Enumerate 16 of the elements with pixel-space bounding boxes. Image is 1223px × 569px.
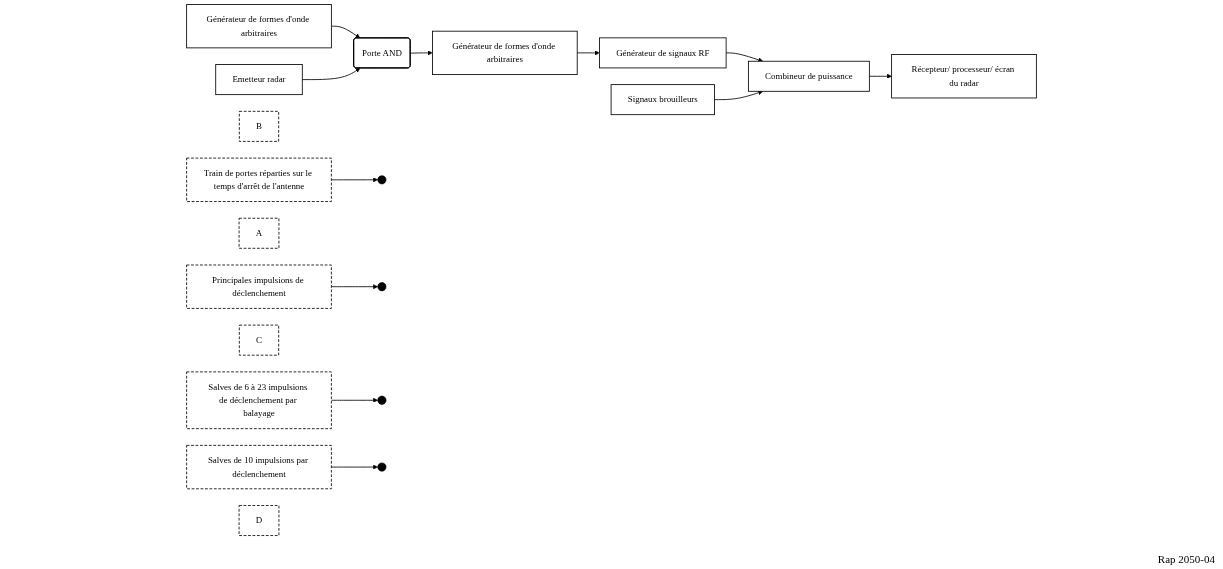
node-box: B <box>238 110 280 142</box>
node-box: Train de portes réparties sur le temps d'arrêt de l'antenne <box>186 157 332 202</box>
node-box: Générateur de signaux RF <box>599 37 727 69</box>
node-box: Signaux brouilleurs <box>610 84 715 116</box>
node-box: Combineur de puissance <box>747 60 870 92</box>
node-box: Emetteur radar <box>215 64 303 96</box>
node-box: Générateur de formes d'onde arbitraires <box>432 30 578 75</box>
node-box: Générateur de formes d'onde arbitraires <box>186 4 332 49</box>
figure-reference: Rap 2050-04 <box>1157 553 1215 565</box>
node-box: Principales impulsions de déclenchement <box>186 264 332 309</box>
node-box: A <box>238 217 280 249</box>
node-box: D <box>238 505 280 536</box>
node-box: Salves de 6 à 23 impulsions de déclenchement par balayage <box>186 371 332 430</box>
node-box: Récepteur/ processeur/ écran du radar <box>891 54 1037 99</box>
node-box: C <box>238 324 280 356</box>
node-box: Salves de 10 impulsions par déclenchement <box>186 444 332 490</box>
